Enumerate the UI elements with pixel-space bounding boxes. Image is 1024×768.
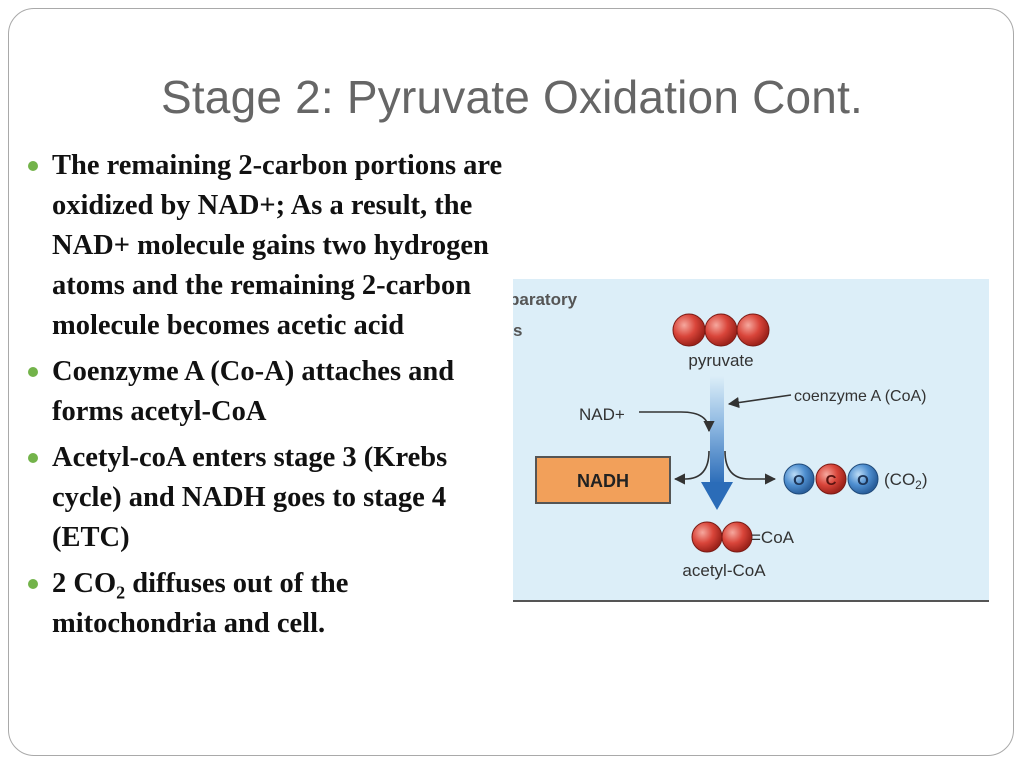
atom-letter: O (793, 472, 805, 489)
co2-label: (CO2) (884, 470, 928, 492)
acetyl-coa-label: acetyl-CoA (682, 561, 766, 580)
bullet-item: 2 CO2 diffuses out of the mitochondria a… (28, 564, 518, 644)
atom-letter: C (826, 472, 837, 489)
carbon-atom-icon (736, 313, 770, 347)
bullet-text-post: diffuses out of the mitochondria and cel… (52, 568, 349, 639)
nad-input-arrow (639, 411, 715, 433)
carbon-atom-icon (672, 313, 706, 347)
bullet-text: The remaining 2-carbon portions are oxid… (52, 150, 503, 341)
nadh-label: NADH (577, 471, 629, 491)
bullet-item: Acetyl-coA enters stage 3 (Krebs cycle) … (28, 438, 518, 558)
reaction-arrow-head-icon (701, 482, 733, 510)
carbon-atom-icon (721, 521, 753, 553)
bullet-text: Acetyl-coA enters stage 3 (Krebs cycle) … (52, 442, 448, 553)
pyruvate-oxidation-diagram: paratory s pyruvate NAD+ coenzyme A (CoA… (513, 279, 989, 602)
coa-label: coenzyme A (CoA) (794, 388, 927, 405)
atom-letter: O (857, 472, 869, 489)
nadh-output-arrow (673, 450, 710, 485)
bullet-dot-icon (28, 367, 38, 377)
carbon-atom-icon (815, 463, 847, 495)
acetyl-coa-molecule (691, 521, 753, 553)
reaction-arrow-shaft (710, 376, 724, 484)
pyruvate-molecule (672, 313, 770, 347)
nadh-box (535, 456, 671, 504)
bullet-dot-icon (28, 453, 38, 463)
carbon-atom-icon (704, 313, 738, 347)
bullet-dot-icon (28, 579, 38, 589)
bullet-text-pre: 2 CO (52, 568, 117, 599)
acetyl-bond-label: =CoA (751, 528, 795, 547)
pyruvate-label: pyruvate (688, 351, 753, 370)
figure-header-fragment: paratory (513, 290, 578, 309)
bullet-subscript: 2 (116, 582, 126, 603)
bullet-dot-icon (28, 161, 38, 171)
bullet-item: Coenzyme A (Co-A) attaches and forms ace… (28, 352, 518, 432)
slide-title: Stage 2: Pyruvate Oxidation Cont. (160, 71, 864, 123)
bullet-text: Coenzyme A (Co-A) attaches and forms ace… (52, 356, 455, 427)
oxygen-atom-icon (847, 463, 879, 495)
bullet-item: The remaining 2-carbon portions are oxid… (28, 146, 518, 346)
co2-molecule: O C O (783, 463, 879, 495)
coa-input-arrow (727, 394, 792, 409)
bullet-list: The remaining 2-carbon portions are oxid… (28, 146, 518, 650)
oxygen-atom-icon (783, 463, 815, 495)
figure-header-fragment: s (513, 321, 522, 340)
carbon-atom-icon (691, 521, 723, 553)
nad-label: NAD+ (579, 405, 625, 424)
co2-output-arrow (724, 450, 777, 485)
